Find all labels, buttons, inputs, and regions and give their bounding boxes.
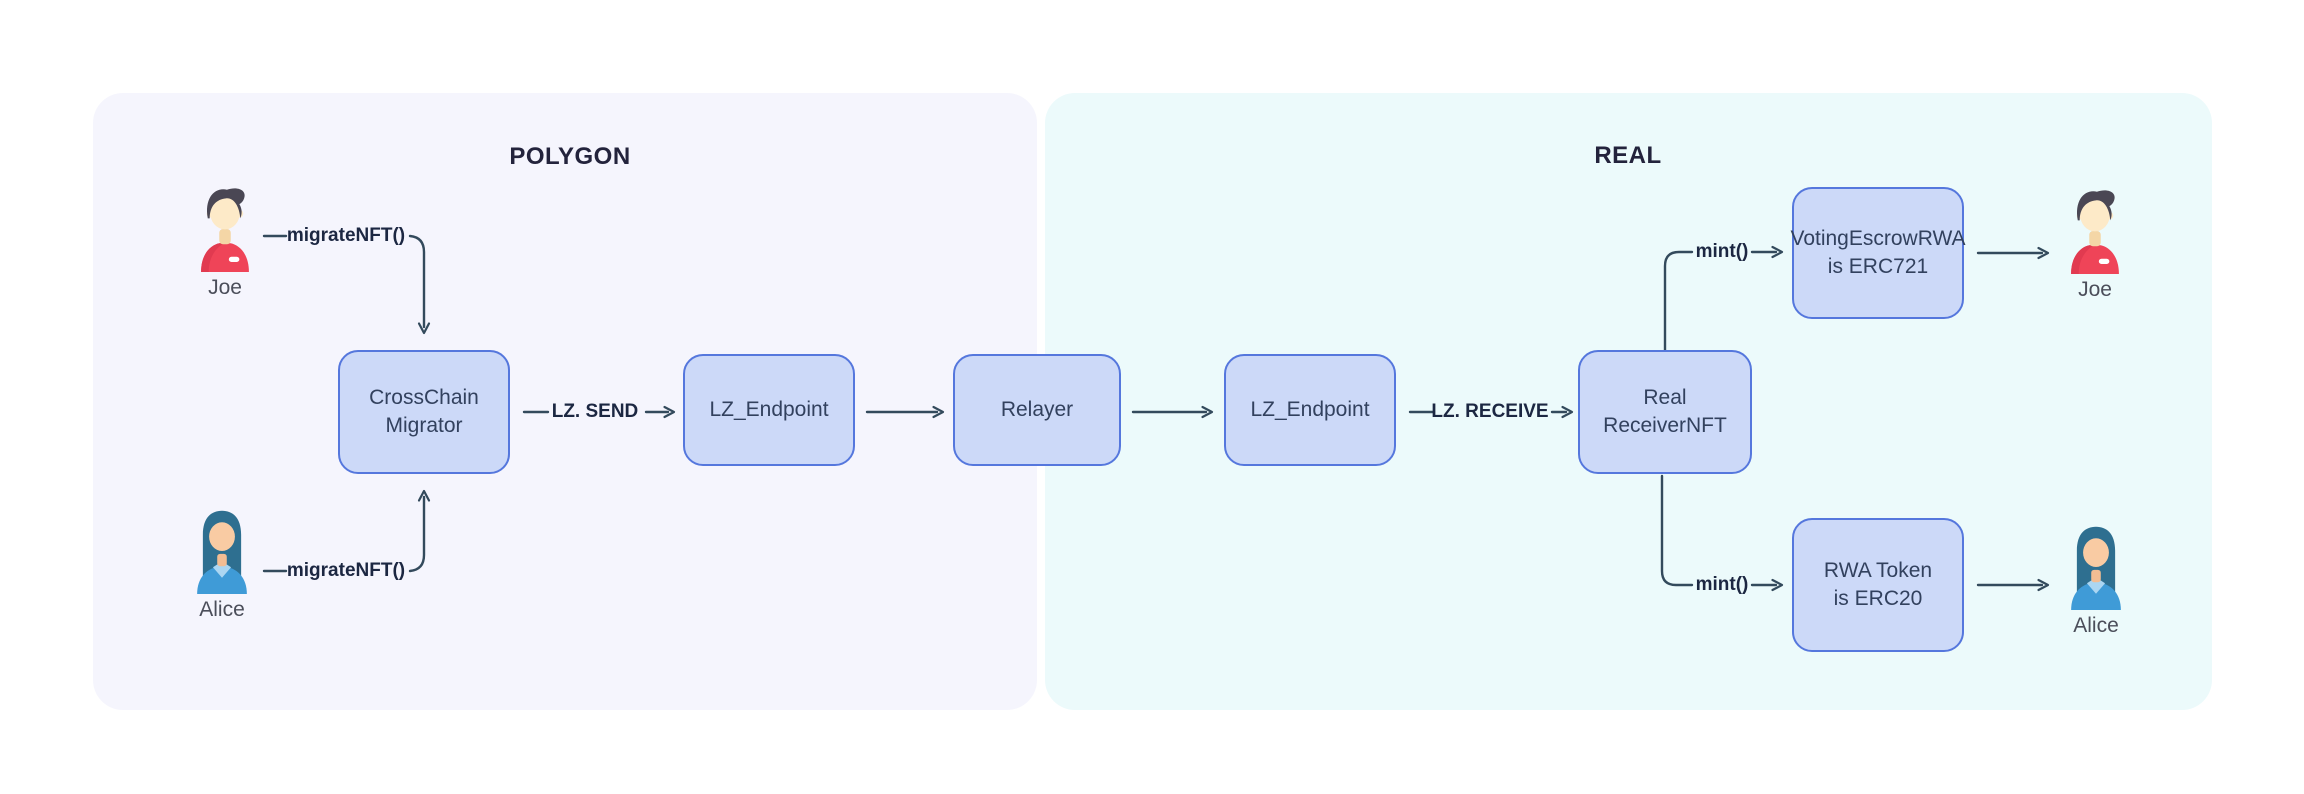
- node-crosschain-migrator: CrossChain Migrator: [338, 350, 510, 474]
- node-real-receiver-nft: Real ReceiverNFT: [1578, 350, 1752, 474]
- node-label-line: Real: [1643, 386, 1687, 409]
- edge-label-migrate-nft-bottom: migrateNFT(): [286, 560, 406, 581]
- node-rwa-token: RWA Token is ERC20: [1792, 518, 1964, 652]
- node-label-line: LZ_Endpoint: [1250, 398, 1370, 421]
- node-label-line: VotingEscrowRWA: [1790, 227, 1966, 250]
- woman-avatar-icon: [2071, 526, 2121, 610]
- node-label-line: Relayer: [1000, 398, 1074, 421]
- node-label-line: LZ_Endpoint: [709, 398, 829, 421]
- edge-label-lz-send: LZ. SEND: [551, 401, 639, 422]
- actor-joe-right: Joe: [2063, 186, 2127, 302]
- node-lz-endpoint-left: LZ_Endpoint: [683, 354, 855, 466]
- actor-alice-right: Alice: [2064, 522, 2128, 638]
- actor-name: Alice: [199, 598, 245, 621]
- node-relayer: Relayer: [953, 354, 1121, 466]
- actor-joe-left: Joe: [193, 184, 257, 300]
- actor-name: Joe: [208, 276, 242, 299]
- man-avatar-icon: [201, 188, 249, 272]
- node-label-line: ReceiverNFT: [1603, 414, 1727, 437]
- edge-label-mint-top: mint(): [1695, 241, 1749, 262]
- node-label-line: is ERC721: [1827, 255, 1929, 278]
- node-voting-escrow-rwa: VotingEscrowRWA is ERC721: [1790, 187, 1966, 319]
- panel-title-polygon: POLYGON: [509, 143, 631, 170]
- node-label-line: CrossChain: [369, 386, 479, 409]
- actor-name: Alice: [2073, 614, 2119, 637]
- node-label-line: RWA Token: [1823, 559, 1933, 582]
- panel-title-real: REAL: [1594, 142, 1662, 169]
- actor-alice-left: Alice: [190, 506, 254, 622]
- woman-avatar-icon: [197, 510, 247, 594]
- edge-label-migrate-nft-top: migrateNFT(): [286, 225, 406, 246]
- node-label-line: is ERC20: [1833, 587, 1923, 610]
- edge-label-lz-receive: LZ. RECEIVE: [1431, 401, 1549, 422]
- man-avatar-icon: [2071, 190, 2119, 274]
- actor-name: Joe: [2078, 278, 2112, 301]
- node-lz-endpoint-right: LZ_Endpoint: [1224, 354, 1396, 466]
- panel-polygon: [93, 93, 1037, 710]
- node-label-line: Migrator: [385, 414, 463, 437]
- edge-label-mint-bottom: mint(): [1695, 574, 1749, 595]
